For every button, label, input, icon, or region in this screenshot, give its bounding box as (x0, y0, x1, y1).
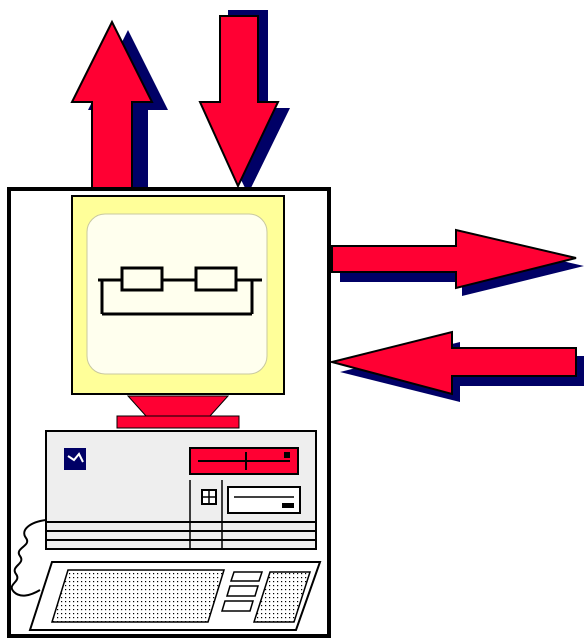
keyboard-nav-key-3 (222, 601, 253, 611)
monitor-neck (128, 396, 228, 416)
monitor (72, 196, 284, 394)
monitor-screen (87, 214, 267, 374)
keyboard-nav-key-2 (227, 586, 258, 596)
down-arrow-icon (200, 10, 290, 194)
left-arrow-icon (332, 332, 584, 402)
system-unit (46, 431, 316, 549)
right-arrow-icon (332, 230, 584, 296)
keyboard-nav-key-1 (231, 572, 262, 581)
floppy-drive (228, 487, 300, 513)
keyboard (30, 562, 320, 630)
up-arrow-icon (72, 22, 168, 195)
resistor-2 (196, 268, 236, 290)
resistor-1 (122, 268, 162, 290)
drive-led (284, 452, 290, 458)
floppy-eject (282, 503, 294, 508)
monitor-foot (117, 416, 239, 428)
keyboard-main-keys (52, 570, 224, 622)
